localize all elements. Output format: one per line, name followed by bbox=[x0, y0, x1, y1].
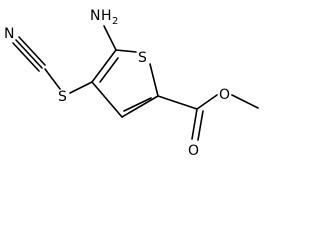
bond-carbonyl-double-b bbox=[197, 110, 204, 141]
atom-o-ester: O bbox=[219, 87, 230, 103]
ring-bond-c5-s1 bbox=[115, 49, 137, 53]
atom-n-amine: N bbox=[90, 8, 100, 24]
atom-n-nitrile: N bbox=[4, 26, 14, 42]
ring-double-bond-c2-c3 bbox=[123, 97, 152, 112]
atom-h-amine-count: 2 bbox=[112, 16, 118, 27]
ring-bond-c3-c4 bbox=[91, 81, 123, 118]
ring-bond-c2-c3 bbox=[121, 95, 159, 118]
bond-c2-carbonyl-carbon bbox=[157, 95, 198, 110]
bond-s-ring-c4 bbox=[69, 81, 93, 94]
ring-double-bond-c4-c5 bbox=[99, 57, 119, 83]
bond-carbonyl-ester-oxygen bbox=[196, 94, 218, 110]
nitrile-triple-bond bbox=[12, 36, 46, 72]
atom-o-carbonyl: O bbox=[188, 143, 199, 159]
molecule-drawing: N S N H 2 S O O bbox=[4, 8, 259, 159]
bond-ester-oxygen-methyl bbox=[231, 94, 259, 109]
bond-carbonyl-double-a bbox=[191, 108, 198, 140]
atom-h-amine: H bbox=[101, 8, 112, 24]
structure-canvas: N S N H 2 S O O bbox=[4, 8, 259, 159]
ring-bond-s1-c2 bbox=[149, 63, 159, 97]
ring-bond-c4-c5 bbox=[91, 49, 117, 83]
bond-c5-amine bbox=[103, 25, 117, 51]
bond-c-s-thiocyanate bbox=[44, 68, 61, 90]
atom-s-thiocyanate: S bbox=[58, 89, 67, 105]
atom-s-ring: S bbox=[138, 50, 147, 66]
